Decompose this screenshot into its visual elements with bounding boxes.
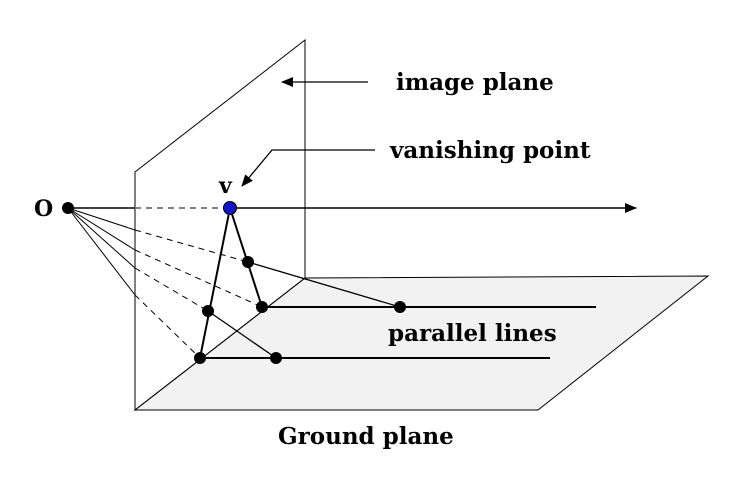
image-point-1	[242, 256, 254, 268]
ray-to-upper-ground-point	[247, 261, 401, 308]
origin-label: O	[34, 196, 53, 222]
image-point-3	[202, 305, 214, 317]
origin-point	[62, 202, 74, 214]
vanishing-point-marker-label: v	[218, 173, 233, 199]
vanishing-point-arrow	[241, 149, 375, 187]
image-point-2	[256, 301, 268, 313]
ground-plane-label: Ground plane	[278, 423, 454, 450]
image-plane-label: image plane	[396, 69, 554, 96]
image-plane	[134, 38, 306, 412]
ray-to-lower-ground-point	[207, 310, 277, 359]
ground-point-lower	[270, 352, 282, 364]
vanishing-point-dot	[223, 201, 237, 215]
vanishing-point-label: vanishing point	[389, 137, 591, 164]
image-point-4	[194, 352, 206, 364]
parallel-lines-label: parallel lines	[388, 320, 557, 347]
ground-point-upper	[394, 301, 406, 313]
projected-line-left	[199, 207, 231, 359]
projection-rays	[67, 207, 263, 359]
